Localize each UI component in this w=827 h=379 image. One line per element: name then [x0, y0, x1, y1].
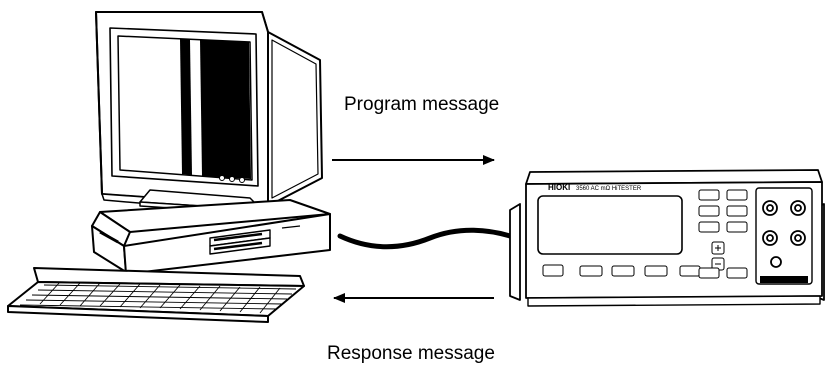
cable-icon [337, 227, 513, 250]
instrument-model: 3560 AC mΩ HiTESTER [576, 186, 642, 192]
instrument-brand: HIOKI [548, 183, 570, 192]
instrument-icon: HIOKI 3560 AC mΩ HiTESTER [509, 169, 825, 307]
computer-icon [7, 11, 331, 323]
program-message-label: Program message [344, 94, 500, 115]
response-message-label: Response message [327, 343, 495, 364]
